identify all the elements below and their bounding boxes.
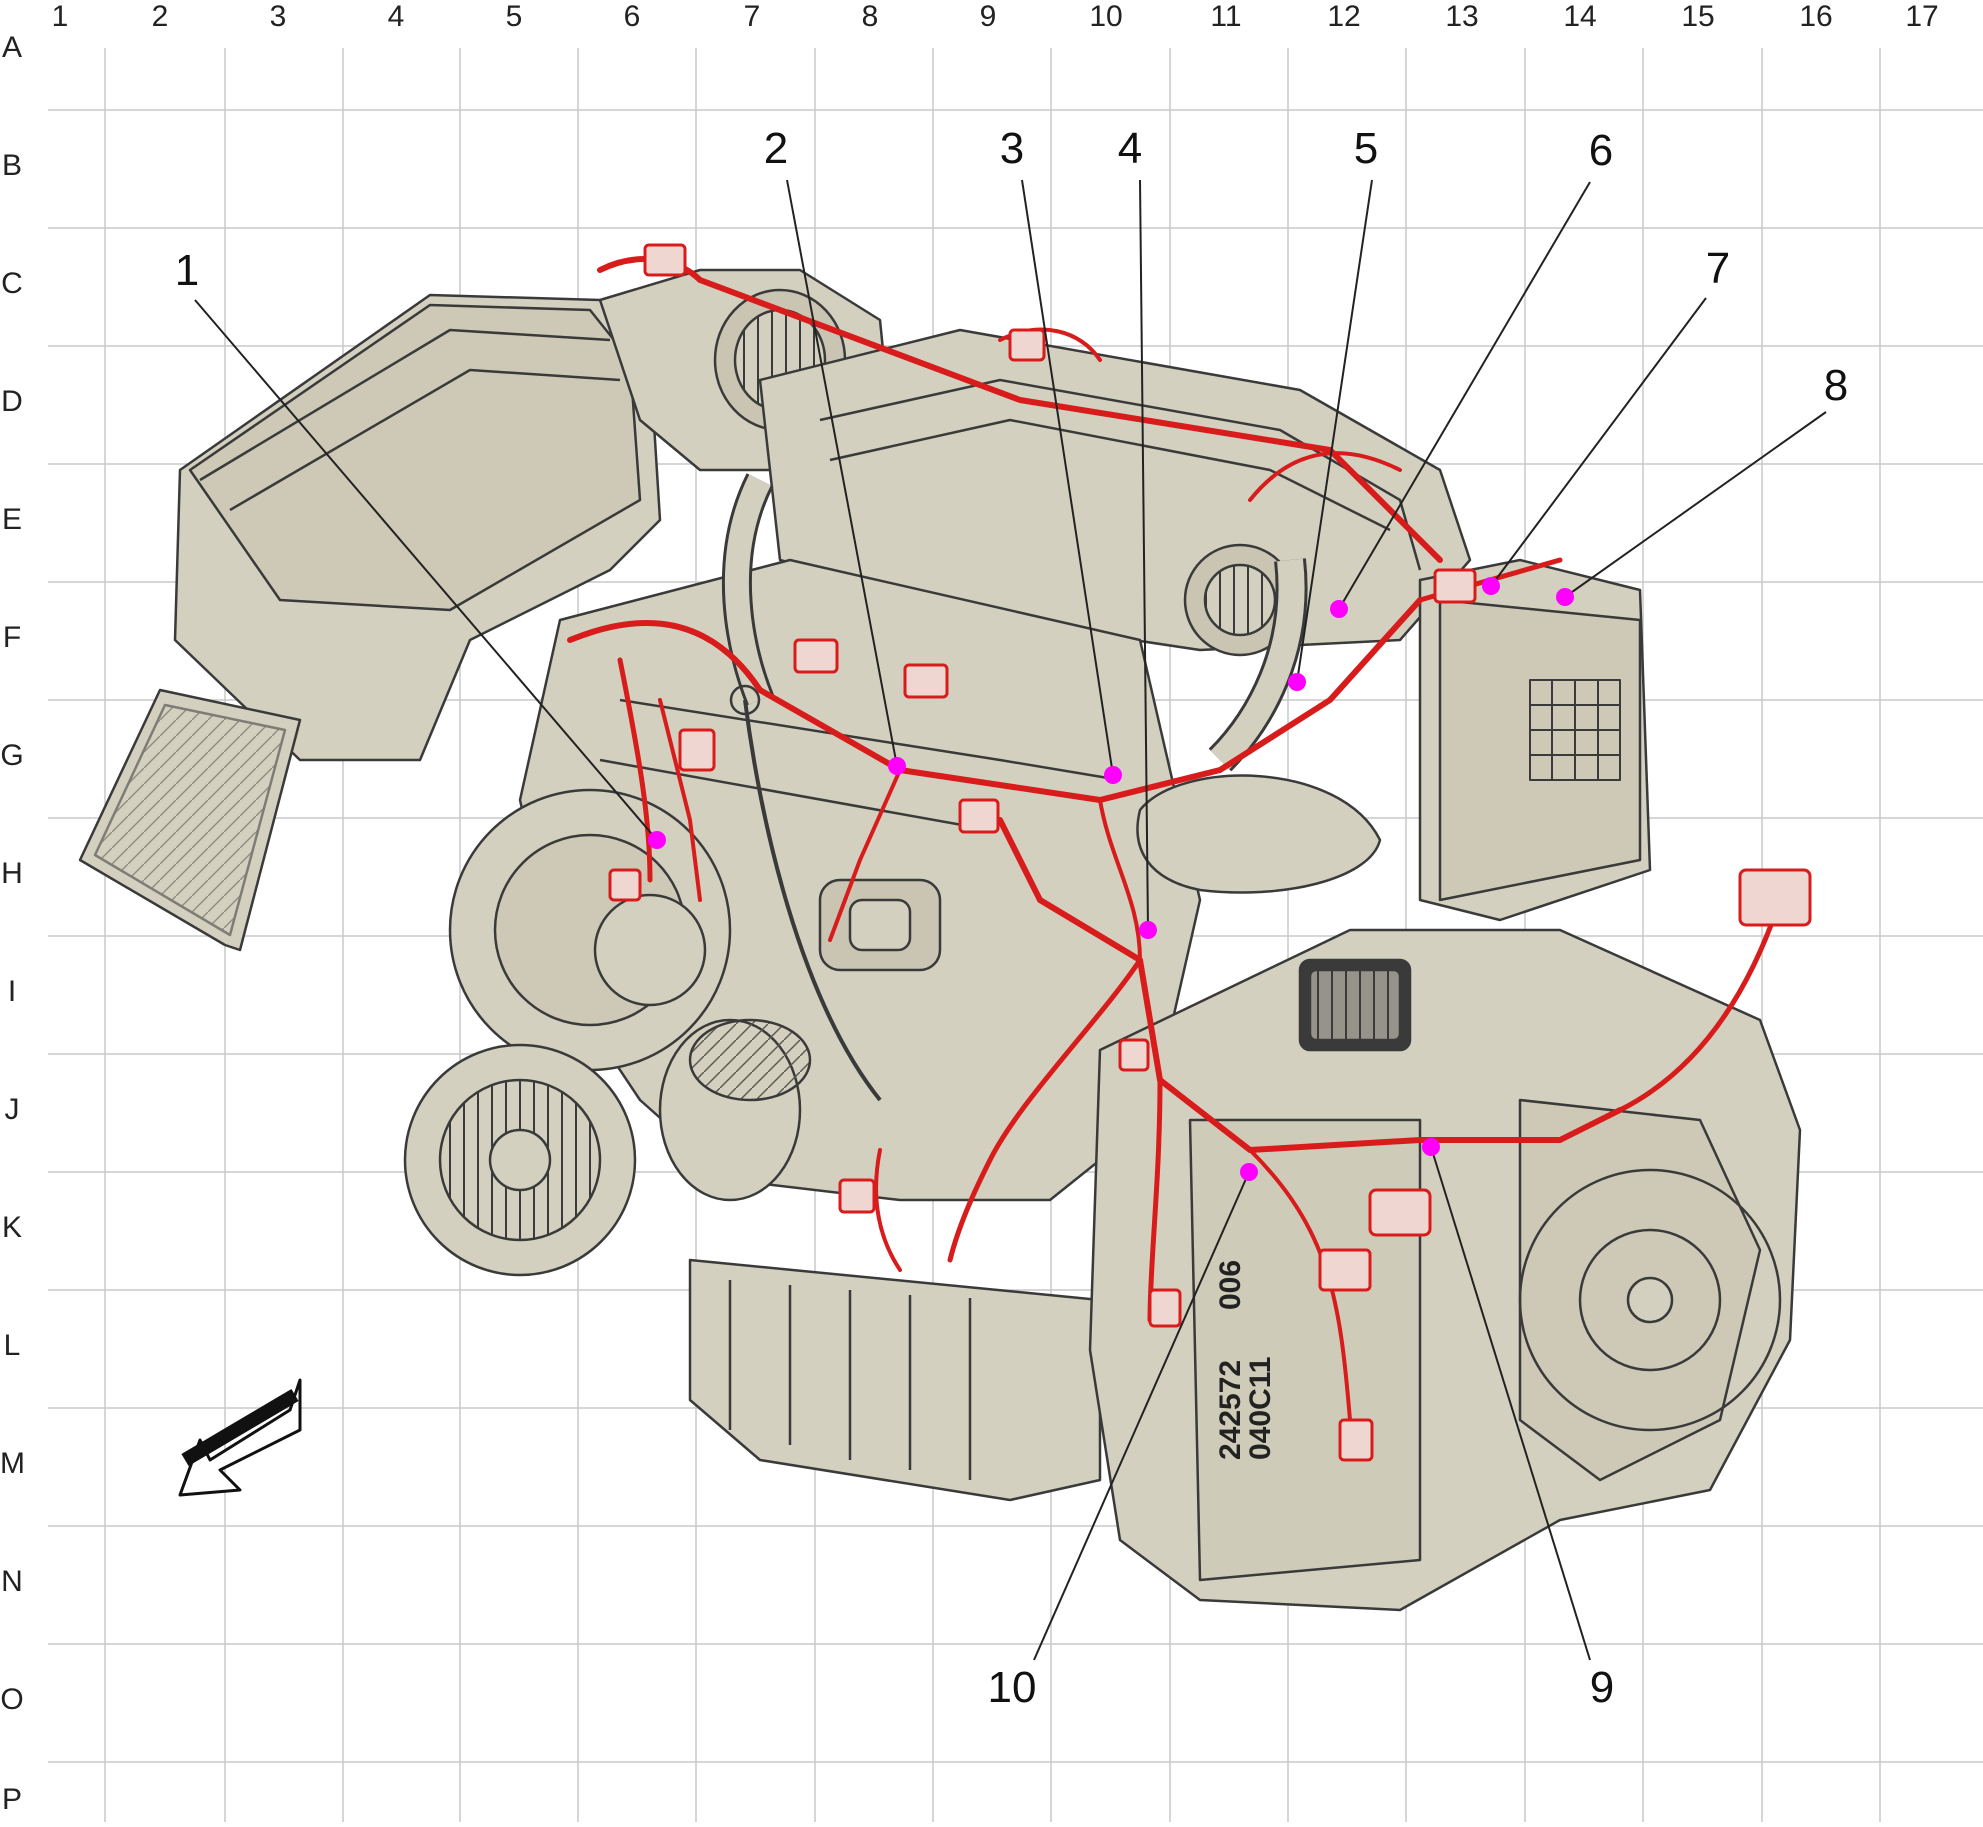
grid-row-label: K <box>1 1211 22 1244</box>
grid-column-label: 9 <box>979 0 997 33</box>
connection-dot-4 <box>1139 921 1157 939</box>
connection-dot-2 <box>888 757 906 775</box>
wiring-harness <box>567 243 1812 1462</box>
connector <box>1738 868 1812 927</box>
leader-line-7 <box>1490 297 1707 587</box>
connector <box>1148 1288 1182 1328</box>
grid-column-label: 17 <box>1905 0 1939 33</box>
callout-number-1: 1 <box>175 246 199 295</box>
arrow-front-left-icon <box>178 1378 302 1497</box>
connector <box>643 243 687 277</box>
connector <box>793 638 839 674</box>
grid-column-label: 1 <box>51 0 69 33</box>
oil-pan <box>688 1258 1102 1502</box>
connector <box>1433 568 1477 604</box>
grid-column-label: 10 <box>1089 0 1123 33</box>
engine-stamp: 242572 040C11 006 <box>1214 1260 1277 1460</box>
grid-column-label: 13 <box>1445 0 1479 33</box>
connection-dot-10 <box>1240 1163 1258 1181</box>
callout-number-9: 9 <box>1590 1663 1614 1712</box>
grid-row-label: I <box>7 975 17 1008</box>
engine-stamp-line1: 242572 <box>1214 1360 1247 1460</box>
engine-assembly <box>78 268 1802 1612</box>
callout-labels: 1 2 3 4 5 6 7 8 9 10 <box>175 124 1848 1712</box>
grid-row-label: B <box>1 149 22 182</box>
connector <box>678 728 716 772</box>
connection-dot-5 <box>1288 673 1306 691</box>
grid-column-label: 6 <box>623 0 641 33</box>
connector <box>1338 1418 1374 1462</box>
grid-column-label: 11 <box>1210 0 1242 33</box>
grid-row-label: D <box>1 385 23 418</box>
grid-row-label: O <box>0 1683 24 1716</box>
connection-dot-6 <box>1330 600 1348 618</box>
leader-line-5 <box>1296 179 1373 683</box>
connection-dot-1 <box>648 831 666 849</box>
grid-row-label: H <box>1 857 23 890</box>
engine-stamp-line3: 006 <box>1214 1260 1247 1310</box>
connector <box>1008 328 1046 362</box>
grid-row-label: C <box>1 267 23 300</box>
connection-points <box>648 577 1574 1181</box>
grid-column-label: 2 <box>151 0 169 33</box>
connection-dot-8 <box>1556 588 1574 606</box>
air-cleaner-lid <box>188 303 642 612</box>
callout-number-3: 3 <box>1000 124 1024 173</box>
connector <box>608 868 642 902</box>
callout-number-7: 7 <box>1706 244 1730 293</box>
callout-number-8: 8 <box>1824 361 1848 410</box>
grid-column-label: 16 <box>1799 0 1833 33</box>
leader-line-2 <box>786 179 898 767</box>
coolant-hose <box>1136 774 1382 894</box>
connector <box>1118 1038 1150 1072</box>
grid-row-label: F <box>2 621 22 654</box>
callout-leaders <box>194 179 1827 1661</box>
grid-column-label: 3 <box>269 0 287 33</box>
leader-line-3 <box>1021 179 1114 776</box>
connector <box>1368 1188 1432 1237</box>
grid-row-label: L <box>3 1329 21 1362</box>
callout-number-2: 2 <box>764 124 788 173</box>
connector <box>1318 1248 1372 1292</box>
grid-row-label: J <box>4 1093 20 1126</box>
grid-column-label: 15 <box>1681 0 1715 33</box>
connection-dot-3 <box>1104 766 1122 784</box>
engine-stamp-line2: 040C11 <box>1244 1357 1277 1460</box>
grid-row-label: G <box>0 739 24 772</box>
leader-line-6 <box>1338 181 1591 610</box>
grid-column-label: 4 <box>387 0 405 33</box>
grid-column-label: 8 <box>861 0 879 33</box>
grid-row-label: A <box>1 31 22 64</box>
leader-line-8 <box>1564 411 1827 598</box>
grid-row-label: E <box>1 503 22 536</box>
connection-dot-7 <box>1482 577 1500 595</box>
callout-number-5: 5 <box>1354 124 1378 173</box>
leader-line-10 <box>1033 1171 1250 1661</box>
leader-line-4 <box>1139 179 1149 931</box>
grid-column-label: 14 <box>1563 0 1597 33</box>
connector <box>903 663 949 699</box>
grid-column-label: 7 <box>743 0 761 33</box>
grid-row-label: N <box>1 1565 23 1598</box>
connector <box>958 798 1000 834</box>
leader-line-9 <box>1430 1146 1591 1661</box>
callout-number-4: 4 <box>1118 124 1142 173</box>
connection-dot-9 <box>1422 1138 1440 1156</box>
grid-row-label: P <box>1 1783 22 1816</box>
leader-line-1 <box>194 299 658 841</box>
callout-number-6: 6 <box>1589 126 1613 175</box>
callout-number-10: 10 <box>988 1663 1037 1712</box>
grid-column-label: 12 <box>1327 0 1361 33</box>
connector <box>838 1178 876 1214</box>
grid-column-label: 5 <box>505 0 523 33</box>
grid-row-label: M <box>0 1447 25 1480</box>
